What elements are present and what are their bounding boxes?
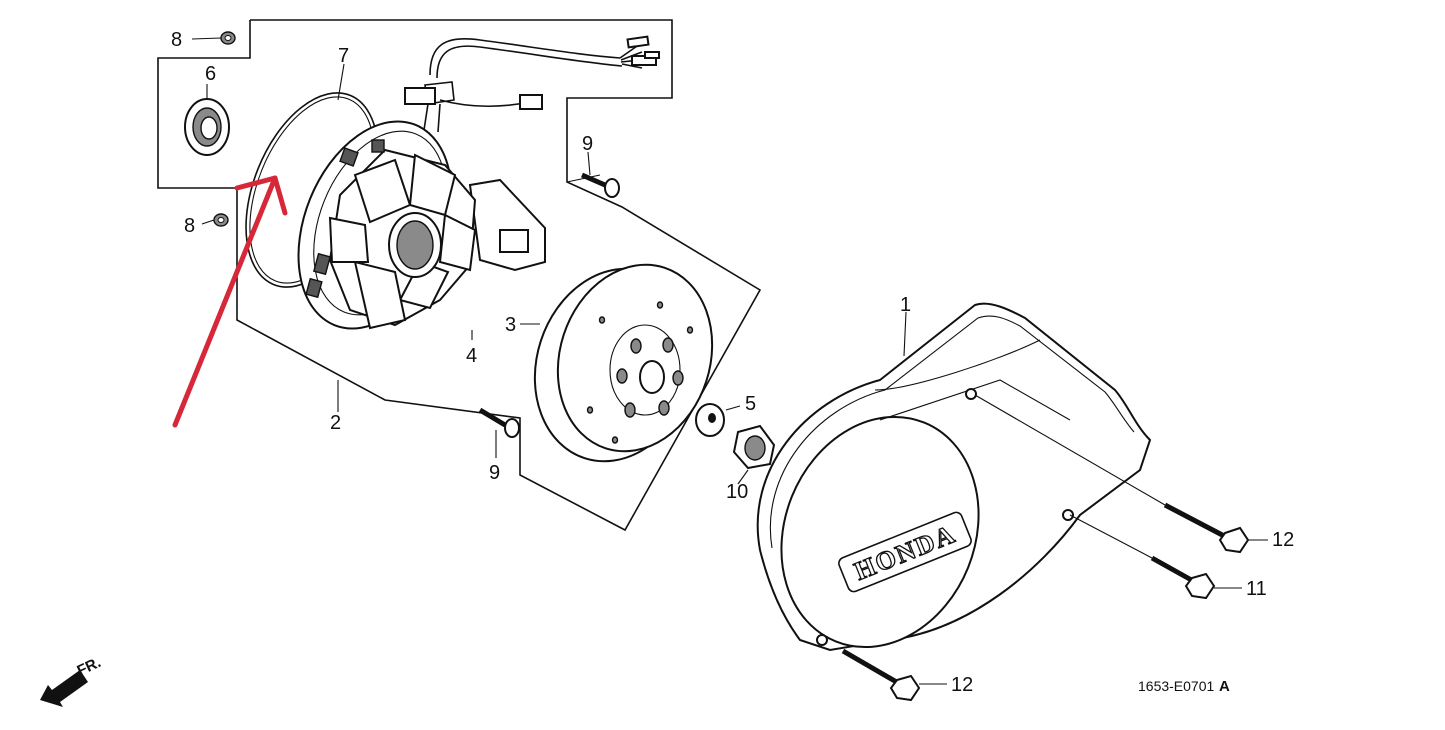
callout-12-upper: 12 (1272, 529, 1294, 551)
callout-12-lower: 12 (951, 674, 973, 696)
front-direction-arrow: FR. (40, 654, 104, 707)
crankcase-cover-part: HONDA (756, 302, 1152, 652)
cover-bolt-part-12-upper (1163, 502, 1250, 554)
assembly-group-outline (157, 19, 762, 532)
callout-11: 11 (1246, 578, 1267, 600)
cover-bolt-part-11 (1150, 555, 1216, 600)
cover-bolt-part-12-lower (841, 648, 921, 702)
callout-8-upper: 8 (171, 29, 182, 51)
svg-text:FR.: FR. (75, 654, 104, 680)
washer-part-lower (213, 213, 229, 227)
callout-2: 2 (330, 412, 341, 434)
callout-3: 3 (505, 314, 516, 336)
callout-7: 7 (338, 45, 349, 67)
bolt-part-lower (478, 407, 520, 438)
washer-part-upper (220, 31, 236, 45)
callout-9-lower: 9 (489, 462, 500, 484)
flywheel-rotor-part (533, 263, 714, 463)
diagram-code: 1653-E0701 (1138, 678, 1215, 694)
callout-9-upper: 9 (582, 133, 593, 155)
callout-8-lower: 8 (184, 215, 195, 237)
diagram-revision: A (1219, 678, 1230, 695)
leader-lines (191, 37, 1268, 685)
annotation-arrow (172, 175, 288, 428)
oil-seal-part (184, 98, 230, 156)
bolt-part-upper (581, 172, 620, 198)
stator-assembly-part (297, 120, 546, 330)
callout-10: 10 (726, 481, 748, 503)
callout-4: 4 (466, 345, 477, 367)
callout-6: 6 (205, 63, 216, 85)
flywheel-washer-part (695, 403, 725, 437)
flywheel-nut-part (732, 424, 776, 470)
wire-harness (404, 35, 660, 133)
callout-5: 5 (745, 393, 756, 415)
callout-1: 1 (900, 294, 911, 316)
